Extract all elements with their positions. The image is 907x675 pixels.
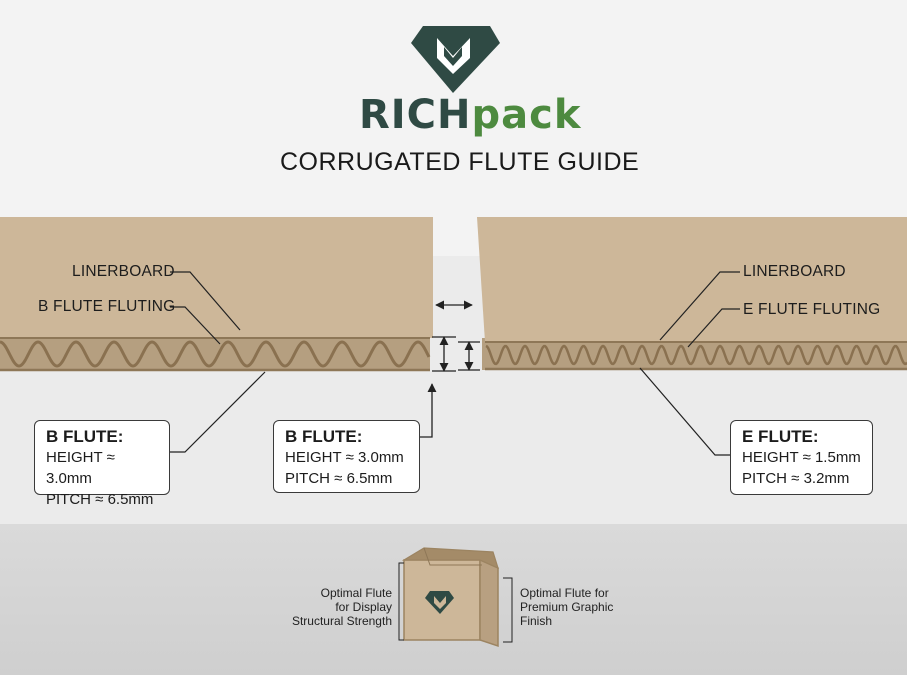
bag-note-left-line-3: Structural Strength <box>291 614 392 628</box>
bag-note-left-line-1: Optimal Flute <box>320 586 392 600</box>
leader-right-spec <box>639 367 730 456</box>
dimension-arrows <box>420 300 480 438</box>
leader-left-spec <box>170 371 266 453</box>
bag-note-right: Optimal Flute for Premium Graphic Finish <box>520 586 613 628</box>
leader-right-fluting <box>687 308 740 348</box>
right-linerboard-label: LINERBOARD <box>743 263 846 280</box>
richpack-logo-icon <box>411 26 500 93</box>
leader-left-linerboard <box>170 271 241 331</box>
spec-pitch: PITCH ≈ 6.5mm <box>285 470 393 487</box>
bracket-left <box>398 562 404 641</box>
bag-inner-flap <box>423 547 482 566</box>
bracket-right <box>503 577 513 643</box>
bag-note-right-line-3: Finish <box>520 614 553 628</box>
bag-note-left: Optimal Flute for Display Structural Str… <box>270 586 392 628</box>
bag-side <box>479 558 499 648</box>
spec-height: HEIGHT ≈ 3.0mm <box>46 449 115 487</box>
spec-height: HEIGHT ≈ 1.5mm <box>742 449 861 466</box>
e-flute-fluting <box>485 344 907 366</box>
spec-pitch: PITCH ≈ 3.2mm <box>742 470 850 487</box>
spec-box-b-flute-middle: B FLUTE: HEIGHT ≈ 3.0mm PITCH ≈ 6.5mm <box>273 420 420 493</box>
spec-title: E FLUTE: <box>742 427 819 446</box>
spec-height: HEIGHT ≈ 3.0mm <box>285 449 404 466</box>
bag-note-right-line-2: Premium Graphic <box>520 600 614 614</box>
right-board <box>477 217 907 371</box>
right-board-top <box>477 217 907 342</box>
spec-box-e-flute: E FLUTE: HEIGHT ≈ 1.5mm PITCH ≈ 3.2mm <box>730 420 873 495</box>
leader-right-linerboard <box>659 271 740 341</box>
paper-bag-illustration <box>401 547 499 648</box>
bag-top-opening <box>401 547 499 570</box>
brand-name-pack: pack <box>471 92 582 138</box>
left-board <box>0 217 433 372</box>
middle-spec-leader <box>420 383 437 438</box>
brand-name-rich: RICH <box>359 92 472 138</box>
right-fluting-label: E FLUTE FLUTING <box>743 301 881 318</box>
leader-left-fluting <box>170 306 221 345</box>
bag-brackets <box>398 562 513 643</box>
spec-pitch: PITCH ≈ 6.5mm <box>46 491 154 508</box>
left-board-top <box>0 217 433 338</box>
left-linerboard-label: LINERBOARD <box>72 263 175 280</box>
spec-title: B FLUTE: <box>46 427 124 446</box>
spec-title: B FLUTE: <box>285 427 363 446</box>
leader-lines <box>170 271 740 456</box>
b-flute-fluting <box>0 340 431 368</box>
spec-box-b-flute-left: B FLUTE: HEIGHT ≈ 3.0mm PITCH ≈ 6.5mm <box>34 420 170 508</box>
page-title: CORRUGATED FLUTE GUIDE <box>280 148 640 176</box>
logo-notch <box>437 38 470 74</box>
brand-wordmark: RICHpack <box>359 92 581 138</box>
bag-note-left-line-2: for Display <box>335 600 392 614</box>
left-board-side <box>0 336 430 371</box>
left-fluting-label: B FLUTE FLUTING <box>38 298 176 315</box>
bag-note-right-line-1: Optimal Flute for <box>520 586 609 600</box>
bag-logo-notch <box>434 596 446 609</box>
logo-notch-inner <box>444 47 462 66</box>
